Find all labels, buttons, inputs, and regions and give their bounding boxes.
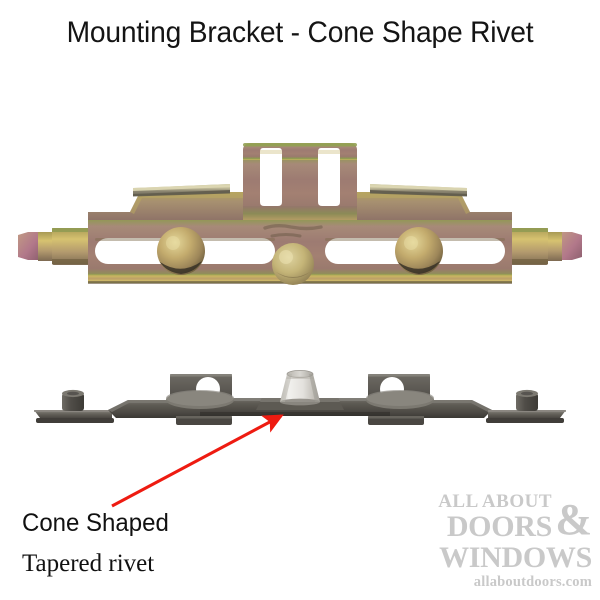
- bracket-body-group: [18, 143, 582, 285]
- left-end-tab: [18, 228, 96, 265]
- right-end-pad: [488, 389, 566, 418]
- cone-shaped-tapered-rivet: [280, 369, 320, 406]
- right-upright-ear: [366, 374, 434, 409]
- logo-ampersand: &: [555, 495, 592, 544]
- watermark-logo: ALL ABOUT DOORS WINDOWS & allaboutdoors.…: [380, 492, 592, 590]
- center-tower: [243, 143, 357, 220]
- logo-line-doors: DOORS: [446, 510, 552, 543]
- left-shoulder-strip: [133, 184, 230, 197]
- left-end-pad: [34, 389, 112, 418]
- right-rivet-head: [395, 227, 443, 275]
- page-title: Mounting Bracket - Cone Shape Rivet: [66, 16, 534, 49]
- mounting-bracket-side-view-with-cone-rivet: [0, 360, 600, 470]
- logo-line-windows: WINDOWS: [439, 541, 592, 574]
- stamped-marking: [263, 224, 323, 238]
- side-view-body-group: [34, 369, 566, 425]
- logo-website-url: allaboutdoors.com: [473, 574, 592, 590]
- rail-lower-lips: [36, 416, 564, 425]
- caption-line-1: Cone Shaped: [22, 509, 169, 537]
- left-upright-ear: [166, 374, 234, 409]
- zinc-plated-mounting-bracket-front-view: [0, 120, 600, 300]
- right-shoulder-strip: [370, 184, 467, 197]
- logo-line-all-about: ALL ABOUT: [438, 491, 552, 512]
- center-rivet-head: [272, 243, 314, 285]
- left-rivet-head: [157, 227, 205, 275]
- caption-line-2: Tapered rivet: [22, 550, 155, 577]
- right-end-tab: [504, 228, 582, 265]
